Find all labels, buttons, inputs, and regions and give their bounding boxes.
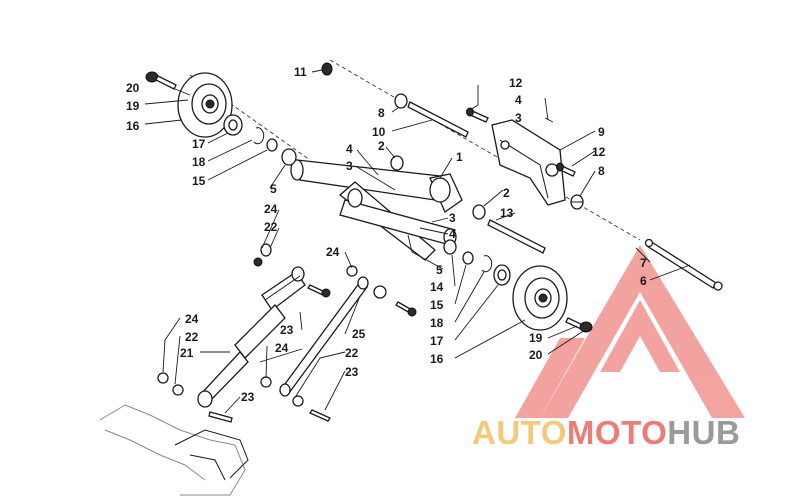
bolt-20-right xyxy=(565,317,593,333)
watermark-logo xyxy=(515,245,745,418)
callout-4: 4 xyxy=(346,142,353,156)
callout-22: 22 xyxy=(345,346,359,360)
leader-lines xyxy=(144,69,691,414)
bracket xyxy=(491,119,566,206)
callout-23: 23 xyxy=(345,365,359,379)
callout-15: 15 xyxy=(430,298,444,312)
callout-5: 5 xyxy=(270,182,277,196)
through-bolt xyxy=(644,238,723,291)
bolt-20-left xyxy=(145,71,177,90)
washer-15-lower xyxy=(462,251,474,265)
spacer-5-lower xyxy=(443,239,457,255)
callout-24: 24 xyxy=(185,312,199,326)
callout-14: 14 xyxy=(430,280,444,294)
callout-3: 3 xyxy=(449,211,456,225)
callout-2: 2 xyxy=(503,186,510,200)
callout-22: 22 xyxy=(185,330,199,344)
callout-17: 17 xyxy=(430,334,444,348)
callout-19: 19 xyxy=(126,99,140,113)
callout-16: 16 xyxy=(126,119,140,133)
callout-24: 24 xyxy=(264,202,278,216)
bolt-12-lower xyxy=(556,162,576,177)
spacer-5-upper xyxy=(281,148,297,166)
lower-frame xyxy=(99,404,249,496)
callout-23: 23 xyxy=(241,390,255,404)
watermark-part-auto: AUTO xyxy=(472,414,567,451)
upper-axis-line xyxy=(329,59,641,241)
idler-wheel-left xyxy=(177,72,233,138)
callout-8: 8 xyxy=(378,106,385,120)
bushing-8-right xyxy=(570,194,584,210)
callout-23: 23 xyxy=(280,323,294,337)
idler-wheel-right xyxy=(512,265,568,331)
callout-4: 4 xyxy=(515,93,522,107)
washer-15-left xyxy=(266,138,278,152)
callout-2: 2 xyxy=(378,139,385,153)
callout-19: 19 xyxy=(529,331,543,345)
callout-24: 24 xyxy=(326,245,340,259)
callout-15: 15 xyxy=(192,174,206,188)
callout-12: 12 xyxy=(509,76,523,90)
callout-20: 20 xyxy=(126,81,140,95)
callout-10: 10 xyxy=(372,125,386,139)
callout-11: 11 xyxy=(294,65,307,79)
callout-4: 4 xyxy=(449,227,456,241)
callout-18: 18 xyxy=(430,316,444,330)
callout-3: 3 xyxy=(346,159,353,173)
callout-17: 17 xyxy=(192,137,206,151)
callout-3: 3 xyxy=(515,111,522,125)
callout-8: 8 xyxy=(598,164,605,178)
callout-5: 5 xyxy=(436,263,443,277)
nut-11 xyxy=(321,62,333,76)
callout-21: 21 xyxy=(180,346,194,360)
snap-ring-18-lower xyxy=(481,255,493,273)
snap-ring-18-left xyxy=(253,127,265,145)
callout-9: 9 xyxy=(598,125,605,139)
upper-rod xyxy=(394,93,469,138)
callout-18: 18 xyxy=(192,155,206,169)
callout-7: 7 xyxy=(640,256,647,270)
callout-20: 20 xyxy=(529,348,543,362)
watermark-part-hub: HUB xyxy=(667,414,741,451)
callout-24: 24 xyxy=(275,341,289,355)
callout-12: 12 xyxy=(592,145,606,159)
callout-labels: 1 2 2 3 3 3 4 4 4 5 5 6 7 8 8 9 10 11 12… xyxy=(126,65,647,404)
lower-rod xyxy=(487,219,546,254)
shock-absorber xyxy=(197,266,306,408)
spacer-2-lower xyxy=(472,204,486,220)
hardware-small-parts xyxy=(157,243,417,423)
bearing-17-lower xyxy=(493,264,511,286)
spacer-2-upper xyxy=(390,155,404,171)
bolt-12-upper xyxy=(466,107,489,123)
callout-13: 13 xyxy=(500,206,514,220)
watermark-text: AUTOMOTOHUB xyxy=(472,414,740,452)
watermark-part-moto: MOTO xyxy=(566,414,668,451)
link-rod xyxy=(279,276,369,397)
callout-16: 16 xyxy=(430,352,444,366)
callout-25: 25 xyxy=(352,327,366,341)
main-arm xyxy=(290,159,463,261)
callout-1: 1 xyxy=(456,150,463,164)
bearing-17-left xyxy=(223,114,243,136)
callout-6: 6 xyxy=(640,274,647,288)
callout-22: 22 xyxy=(264,220,278,234)
